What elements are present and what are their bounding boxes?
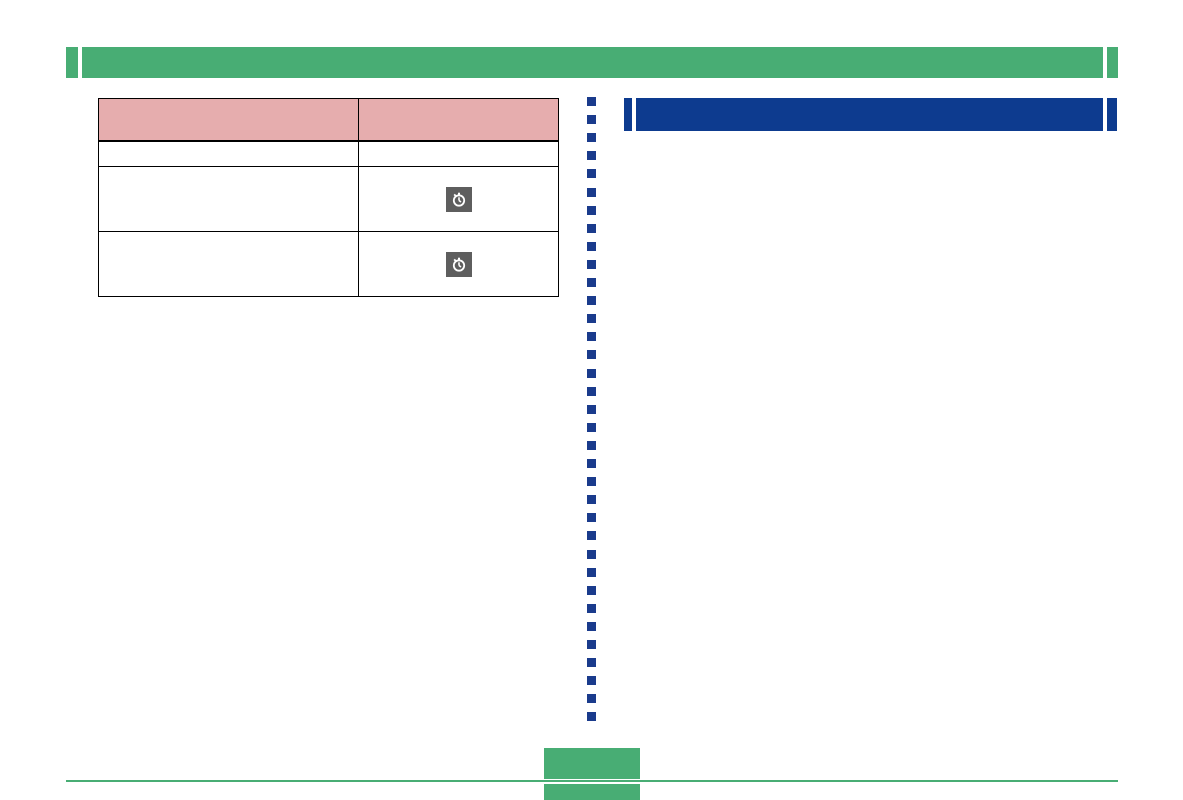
- divider-dot: [587, 205, 596, 215]
- divider-dot: [587, 223, 596, 233]
- table-cell-label: [98, 166, 359, 232]
- divider-dot: [587, 549, 596, 559]
- table-row: [98, 231, 559, 297]
- divider-dot: [587, 477, 596, 487]
- divider-dot: [587, 422, 596, 432]
- table-cell-value: [358, 140, 559, 167]
- divider-dot: [587, 386, 596, 396]
- divider-dot: [587, 115, 596, 125]
- selftimer-icon: [445, 186, 472, 212]
- table-row: [98, 140, 559, 167]
- section-heading-right-tab: [1107, 98, 1117, 131]
- section-heading-left-tab: [624, 98, 632, 131]
- divider-dot: [587, 495, 596, 505]
- divider-dot: [587, 97, 596, 106]
- table-header-cell: [358, 98, 559, 142]
- divider-dot: [587, 404, 596, 414]
- table-header-cell: [98, 98, 359, 142]
- divider-dot: [587, 241, 596, 251]
- divider-dot: [587, 694, 596, 704]
- divider-dot: [587, 350, 596, 360]
- divider-dot: [587, 133, 596, 143]
- divider-dot: [587, 169, 596, 179]
- page-number-box: [544, 748, 640, 779]
- table-cell-label: [98, 231, 359, 297]
- table-cell-icon: [358, 166, 559, 232]
- divider-dot: [587, 151, 596, 161]
- divider-dot: [587, 603, 596, 613]
- table-cell-label: [98, 140, 359, 167]
- table-cell-icon: [358, 231, 559, 297]
- divider-dot: [587, 640, 596, 649]
- section-heading-bar: [636, 98, 1103, 131]
- divider-dot: [587, 513, 596, 523]
- header-bar-left-tab: [66, 47, 78, 78]
- divider-dot: [587, 259, 596, 269]
- header-bar-right-tab: [1107, 47, 1118, 78]
- divider-dot: [587, 621, 596, 631]
- selftimer-icon: [445, 251, 472, 277]
- table-row: [98, 166, 559, 232]
- divider-dot: [587, 531, 596, 541]
- divider-dot: [587, 187, 596, 197]
- page-number-box-lower: [544, 784, 640, 800]
- divider-dot: [587, 440, 596, 450]
- divider-dot: [587, 368, 596, 378]
- header-bar: [82, 47, 1103, 78]
- divider-dot: [587, 314, 596, 324]
- divider-dot: [587, 332, 596, 342]
- divider-dot: [587, 676, 596, 686]
- divider-dot: [587, 567, 596, 577]
- divider-dot: [587, 278, 596, 287]
- divider-dot: [587, 585, 596, 595]
- footer-rule: [66, 780, 1118, 782]
- divider-dot: [587, 296, 596, 306]
- page-number: [544, 748, 640, 779]
- column-divider: [587, 97, 596, 737]
- divider-dot: [587, 459, 596, 468]
- table-header-row: [98, 98, 559, 142]
- divider-dot: [587, 658, 596, 668]
- settings-table: [98, 98, 559, 297]
- divider-dot: [587, 712, 596, 722]
